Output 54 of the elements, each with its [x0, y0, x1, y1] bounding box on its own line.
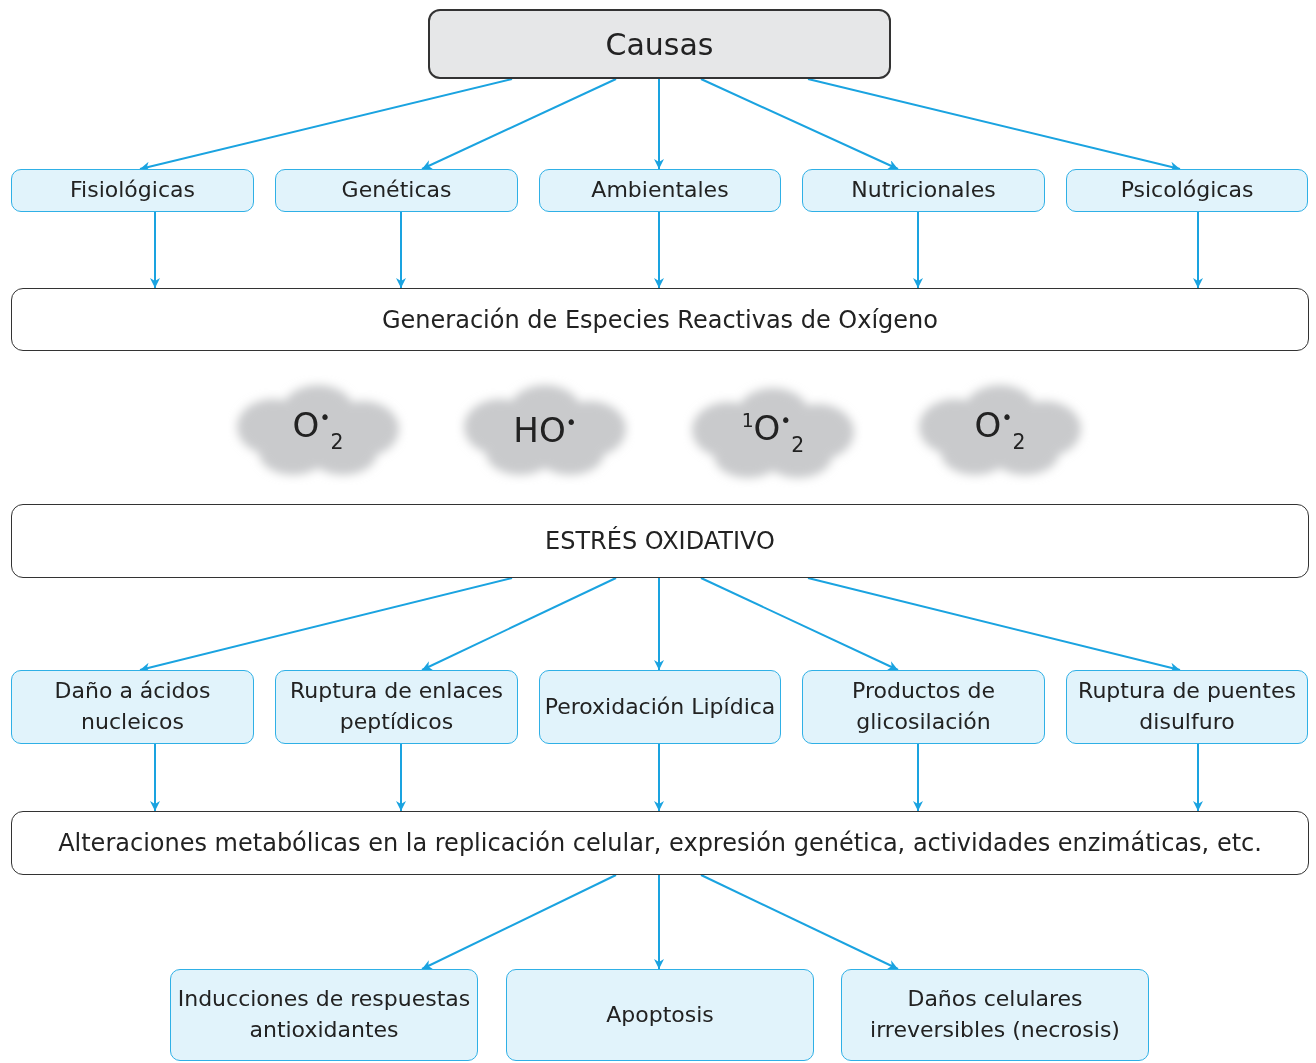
arrow [421, 874, 617, 970]
box-label: Peroxidación Lipídica [544, 692, 776, 721]
box-label: Psicológicas [1120, 176, 1254, 205]
arrow [654, 577, 664, 671]
category-box [1066, 670, 1308, 744]
category-box [170, 969, 478, 1061]
arrow [654, 78, 664, 170]
banner-box [11, 504, 1309, 578]
arrow [421, 577, 617, 671]
arrow [654, 211, 664, 289]
category-box [275, 670, 518, 744]
box-label: Ruptura de enlaces peptídicos [289, 677, 504, 736]
arrow [396, 743, 406, 812]
arrow [396, 211, 406, 289]
category-box [841, 969, 1149, 1061]
box-label: Inducciones de respuestas antioxidantes [176, 985, 472, 1044]
box-label: ESTRÉS OXIDATIVO [545, 527, 775, 555]
arrow [913, 211, 923, 289]
arrow [1193, 743, 1203, 812]
banner-box [11, 811, 1309, 875]
box-label: Apoptosis [606, 1000, 714, 1029]
formula-label: HO$^{•}$ [513, 410, 577, 450]
category-box [539, 169, 781, 212]
category-box [802, 670, 1045, 744]
arrow [913, 743, 923, 812]
arrow [421, 78, 617, 170]
box-label: Ambientales [591, 176, 729, 205]
arrow [150, 211, 160, 289]
arrow [700, 874, 899, 970]
box-label: Causas [605, 26, 714, 62]
box-label: Daños celulares irreversibles (necrosis) [869, 985, 1121, 1044]
arrow [700, 78, 899, 170]
arrow [654, 874, 664, 970]
box-label: Nutricionales [851, 176, 996, 205]
category-box [275, 169, 518, 212]
arrow [1193, 211, 1203, 289]
box-label: Productos de glicosilación [851, 677, 996, 736]
box-label: Ruptura de puentes disulfuro [1077, 677, 1297, 736]
category-box [802, 169, 1045, 212]
arrow [150, 743, 160, 812]
category-box [1066, 169, 1308, 212]
box-label: Daño a ácidos nucleicos [53, 677, 212, 736]
banner-box [11, 288, 1309, 351]
arrow [654, 743, 664, 812]
category-box [539, 670, 781, 744]
box-label: Genéticas [341, 176, 452, 205]
heading-box [428, 9, 891, 79]
category-box [506, 969, 814, 1061]
box-label: Generación de Especies Reactivas de Oxígeno [382, 305, 938, 334]
arrow [700, 577, 899, 671]
box-label: Alteraciones metabólicas en la replicación celular, expresión genética, actividades enzimáticas, etc. [58, 829, 1262, 857]
category-box [11, 169, 254, 212]
category-box [11, 670, 254, 744]
box-label: Fisiológicas [70, 176, 195, 205]
